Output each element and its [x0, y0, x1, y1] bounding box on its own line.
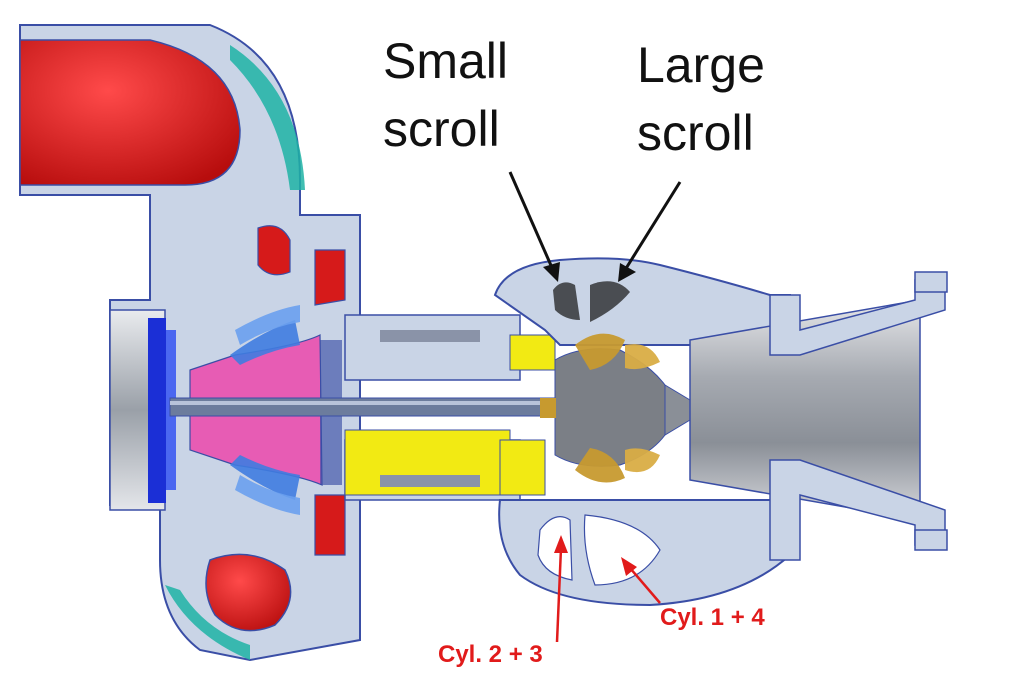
turbine-nut: [540, 398, 556, 418]
shaft-highlight: [170, 401, 560, 405]
turbine-blade-lower: [575, 448, 625, 483]
bearing-gear-top: [380, 330, 480, 342]
compressor-inlet-pipe: [109, 309, 176, 511]
bearing-yellow-lower: [499, 439, 546, 496]
exhaust-flange-bottom: [914, 529, 948, 551]
compressor-teal-band: [230, 45, 305, 190]
annotation-arrows: [508, 171, 682, 643]
large-scroll-label-line1: Large: [637, 37, 765, 93]
compressor-inlet-volute: [19, 39, 241, 186]
large-scroll-arrowhead: [618, 263, 636, 282]
exhaust-outlet: [689, 271, 948, 561]
exhaust-flange-top: [914, 271, 948, 293]
cyl-2-3-label: Cyl. 2 + 3: [438, 641, 543, 668]
compressor-blade-lower-2: [235, 475, 300, 515]
small-scroll-arrow-line: [508, 171, 555, 271]
bearing-yellow-upper: [509, 334, 556, 371]
turbine-nose: [664, 384, 691, 436]
bearing-housing: [344, 314, 556, 501]
compressor-blade-lower: [230, 455, 300, 500]
bearing-gear-bottom: [380, 475, 480, 487]
turbine-blade-upper-2: [625, 344, 660, 370]
turbine-housing-upper: [493, 257, 791, 346]
small-scroll-label-line2: scroll: [383, 101, 500, 157]
cyl-2-3-arrowhead: [554, 535, 568, 553]
annotation-labels: Small scroll Large scroll Cyl. 2 + 3 Cyl…: [383, 33, 765, 668]
compressor-teal-lower: [165, 585, 250, 660]
cyl-1-4-arrowhead: [621, 557, 637, 576]
small-scroll-arrowhead: [543, 262, 560, 282]
large-scroll-label-line2: scroll: [637, 105, 754, 161]
turbine-blade-upper: [575, 333, 625, 370]
small-scroll-upper-passage: [553, 282, 580, 320]
cyl-1-4-label: Cyl. 1 + 4: [660, 604, 765, 631]
compressor-red-pocket-lower: [314, 494, 346, 556]
turbo-shaft: [169, 397, 561, 417]
compressor-small-red-pocket: [257, 225, 291, 276]
compressor-blade-upper-2: [235, 305, 300, 345]
compressor-red-pocket-right: [314, 249, 346, 306]
compressor-lower-volute: [205, 553, 292, 632]
large-scroll-arrow-line: [623, 181, 682, 271]
turbine-wheel: [540, 333, 691, 483]
turbine-blade-lower-2: [625, 448, 660, 473]
cyl-1-4-arrow-line: [629, 567, 661, 604]
compressor-blade-upper: [230, 320, 300, 365]
shaft: [169, 397, 561, 417]
center-housing-upper: [344, 314, 521, 381]
large-scroll-upper-passage: [590, 281, 630, 322]
small-scroll-label-line1: Small: [383, 33, 508, 89]
small-scroll-lower-passage: [537, 516, 573, 581]
inlet-blue-ring: [148, 318, 166, 503]
cyl-2-3-arrow-line: [555, 547, 563, 643]
